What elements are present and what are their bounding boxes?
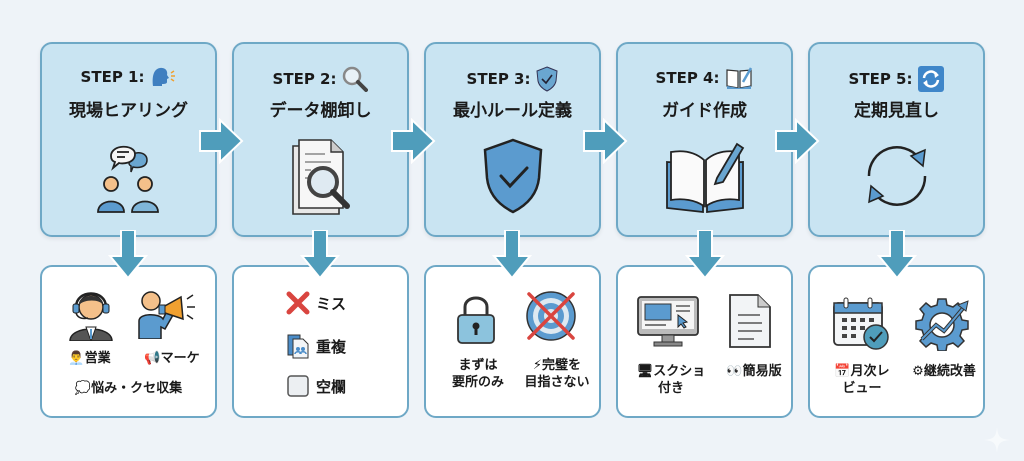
- crossed-target-icon: [526, 291, 576, 341]
- step-3-label: STEP 3:: [466, 70, 531, 88]
- open-book-pen-icon: [665, 142, 744, 214]
- megaphone-person-icon: [138, 291, 195, 339]
- detail-label-duplicate: 重複: [316, 337, 347, 356]
- detail-label-not-perfect: ⚡完璧を 目指さない: [524, 358, 590, 390]
- gear-growth-icon: [915, 298, 969, 351]
- sparkle-icon: [984, 427, 1010, 453]
- duplicate-docs-icon: [287, 334, 309, 359]
- step-2-card: STEP 2: データ棚卸し: [232, 42, 409, 237]
- arrow-down-1-icon: [108, 230, 148, 280]
- step-2-title: データ棚卸し: [269, 101, 372, 121]
- step-1-details: 👨‍💼営業 📢マーケ 💭悩み・クセ収集: [40, 265, 217, 418]
- step-1-card: STEP 1: 現場ヒアリング: [40, 42, 217, 237]
- padlock-icon: [457, 296, 495, 344]
- cycle-arrows-icon: [867, 146, 926, 206]
- refresh-icon: [918, 66, 945, 92]
- detail-label-continuous-improvement: ⚙継続改善: [912, 364, 976, 379]
- empty-box-icon: [287, 375, 309, 397]
- shield-check-illustration-icon: [483, 138, 542, 214]
- step-3-title: 最小ルール定義: [453, 101, 572, 121]
- arrow-right-4-icon: [775, 118, 820, 164]
- arrow-right-3-icon: [583, 118, 628, 164]
- step-5-label: STEP 5:: [848, 70, 913, 88]
- calendar-check-icon: [833, 297, 889, 350]
- arrow-down-5-icon: [877, 230, 917, 280]
- step-5-details: 📅月次レ ビュー ⚙継続改善: [808, 265, 985, 418]
- cross-mark-icon: [286, 291, 310, 315]
- arrow-right-2-icon: [391, 118, 436, 164]
- arrow-down-3-icon: [492, 230, 532, 280]
- step-1-title: 現場ヒアリング: [69, 101, 188, 121]
- detail-label-key-points-only: まずは 要所のみ: [451, 358, 504, 390]
- detail-row-blank: 空欄: [286, 374, 346, 398]
- monitor-screenshot-icon: [637, 296, 699, 347]
- step-2-details: ミス 重複 空欄: [232, 265, 409, 418]
- step-3-details: まずは 要所のみ ⚡完璧を 目指さない: [424, 265, 601, 418]
- step-5-title: 定期見直し: [854, 101, 939, 121]
- step-4-label: STEP 4:: [655, 69, 720, 87]
- step-3-card: STEP 3: 最小ルール定義: [424, 42, 601, 237]
- step-5-card: STEP 5: 定期見直し: [808, 42, 985, 237]
- arrow-right-1-icon: [199, 118, 244, 164]
- detail-label-simple-version: 👀簡易版: [726, 364, 782, 379]
- salesperson-headset-icon: [69, 292, 113, 341]
- arrow-down-4-icon: [685, 230, 725, 280]
- conversation-people-icon: [96, 145, 159, 213]
- detail-label-monthly-review: 📅月次レ ビュー: [834, 364, 890, 396]
- step-4-card: STEP 4: ガイド作成: [616, 42, 793, 237]
- step-4-title: ガイド作成: [662, 101, 747, 121]
- document-icon: [729, 294, 771, 348]
- detail-label-mistake: ミス: [316, 294, 347, 313]
- speaking-head-icon: [153, 67, 176, 86]
- detail-row-mistake: ミス: [286, 291, 346, 315]
- arrow-down-2-icon: [300, 230, 340, 280]
- document-search-icon: [291, 139, 350, 215]
- detail-label-marketing: 📢マーケ: [144, 351, 200, 366]
- detail-label-blank: 空欄: [316, 377, 347, 396]
- detail-row-duplicate: 重複: [286, 333, 346, 359]
- shield-check-icon: [536, 66, 559, 92]
- book-pen-icon: [726, 67, 753, 89]
- step-2-label: STEP 2:: [272, 70, 337, 88]
- step-1-label: STEP 1:: [80, 68, 145, 86]
- step-4-details: 🖥スクショ 付き 👀簡易版: [616, 265, 793, 418]
- detail-label-collect-issues: 💭悩み・クセ収集: [74, 381, 183, 396]
- magnifier-icon: [343, 66, 369, 92]
- detail-label-screenshots: 🖥スクショ 付き: [636, 364, 706, 396]
- detail-label-sales: 👨‍💼営業: [68, 351, 111, 366]
